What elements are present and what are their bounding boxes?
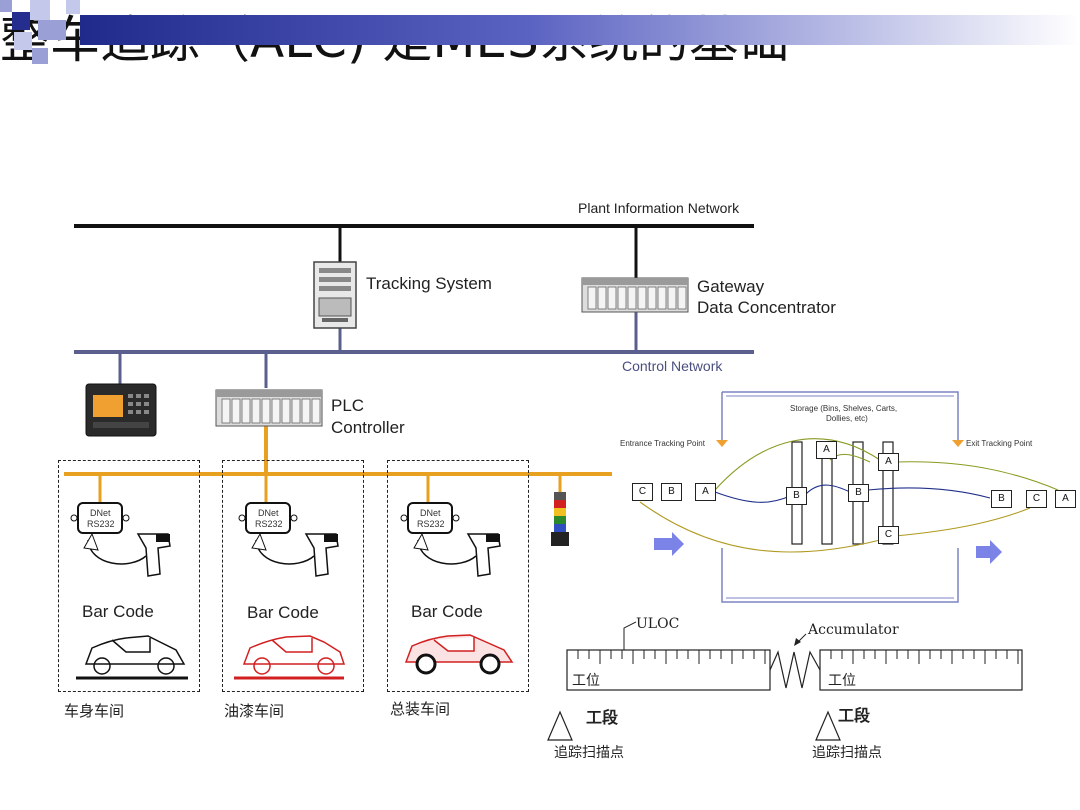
- exit-tracking-label: Exit Tracking Point: [966, 439, 1033, 448]
- scan-point-icon: [815, 710, 841, 741]
- station-devices: [70, 502, 501, 577]
- car-body-icon: [84, 635, 186, 675]
- assembled-car-icon: [404, 634, 514, 675]
- entrance-tracking-label: Entrance Tracking Point: [620, 439, 705, 448]
- plc-label: PLC: [331, 396, 365, 415]
- corner-decoration: [0, 0, 1080, 64]
- flow-in-arrow: [654, 532, 684, 556]
- storage-title: Storage (Bins, Shelves, Carts,: [790, 404, 898, 413]
- item-box: C: [878, 526, 899, 544]
- workshop-label: 总装车间: [390, 700, 451, 718]
- item-box: A: [878, 453, 899, 471]
- scan-point-icon: [547, 710, 573, 741]
- barcode-label: Bar Code: [411, 602, 483, 621]
- uloc-label: ULOC: [636, 616, 680, 632]
- flow-out-arrow: [976, 540, 1002, 564]
- item-box: A: [816, 441, 837, 459]
- station-frame-body: [58, 460, 200, 692]
- rs232-label: RS232: [87, 519, 115, 529]
- hmi-panel-icon: [85, 383, 157, 437]
- plant-network-label: Plant Information Network: [578, 200, 740, 216]
- station-position-label: 工位: [572, 673, 600, 689]
- item-box: B: [786, 487, 807, 505]
- scan-point-label: 追踪扫描点: [554, 745, 624, 761]
- item-box: B: [661, 483, 682, 501]
- section-label: 工段: [586, 708, 619, 727]
- station-frame-assembly: [387, 460, 529, 692]
- barcode-label: Bar Code: [247, 603, 319, 622]
- data-concentrator-label: Data Concentrator: [697, 298, 836, 317]
- plc-rack-icon: [215, 389, 323, 427]
- station-frame-paint: [222, 460, 364, 692]
- workshop-label: 油漆车间: [224, 702, 285, 720]
- painted-car-icon: [242, 635, 346, 675]
- accumulator-label: Accumulator: [808, 622, 899, 638]
- item-box: A: [1055, 490, 1076, 508]
- item-box: A: [695, 483, 716, 501]
- gateway-rack-icon: [581, 277, 689, 313]
- dnet-label: DNet: [90, 508, 111, 518]
- item-box: C: [1026, 490, 1047, 508]
- tracking-system-label: Tracking System: [366, 274, 492, 293]
- gateway-label: Gateway: [697, 277, 765, 296]
- rs232-label: RS232: [255, 519, 283, 529]
- section-label: 工段: [838, 706, 871, 725]
- item-box: B: [991, 490, 1012, 508]
- scan-point-label: 追踪扫描点: [812, 745, 882, 761]
- item-box: B: [848, 484, 869, 502]
- controller-label: Controller: [331, 418, 405, 437]
- control-network-label: Control Network: [622, 358, 723, 374]
- storage-title: Dollies, etc): [826, 414, 868, 423]
- barcode-label: Bar Code: [82, 602, 154, 621]
- item-box: C: [632, 483, 653, 501]
- dnet-label: DNet: [258, 508, 279, 518]
- workshop-label: 车身车间: [64, 702, 125, 720]
- accumulator-spring: [769, 650, 821, 689]
- server-icon: [313, 261, 357, 329]
- rs232-label: RS232: [417, 519, 445, 529]
- station-position-label: 工位: [828, 673, 856, 689]
- dnet-label: DNet: [420, 508, 441, 518]
- stack-light-icon: [551, 492, 569, 546]
